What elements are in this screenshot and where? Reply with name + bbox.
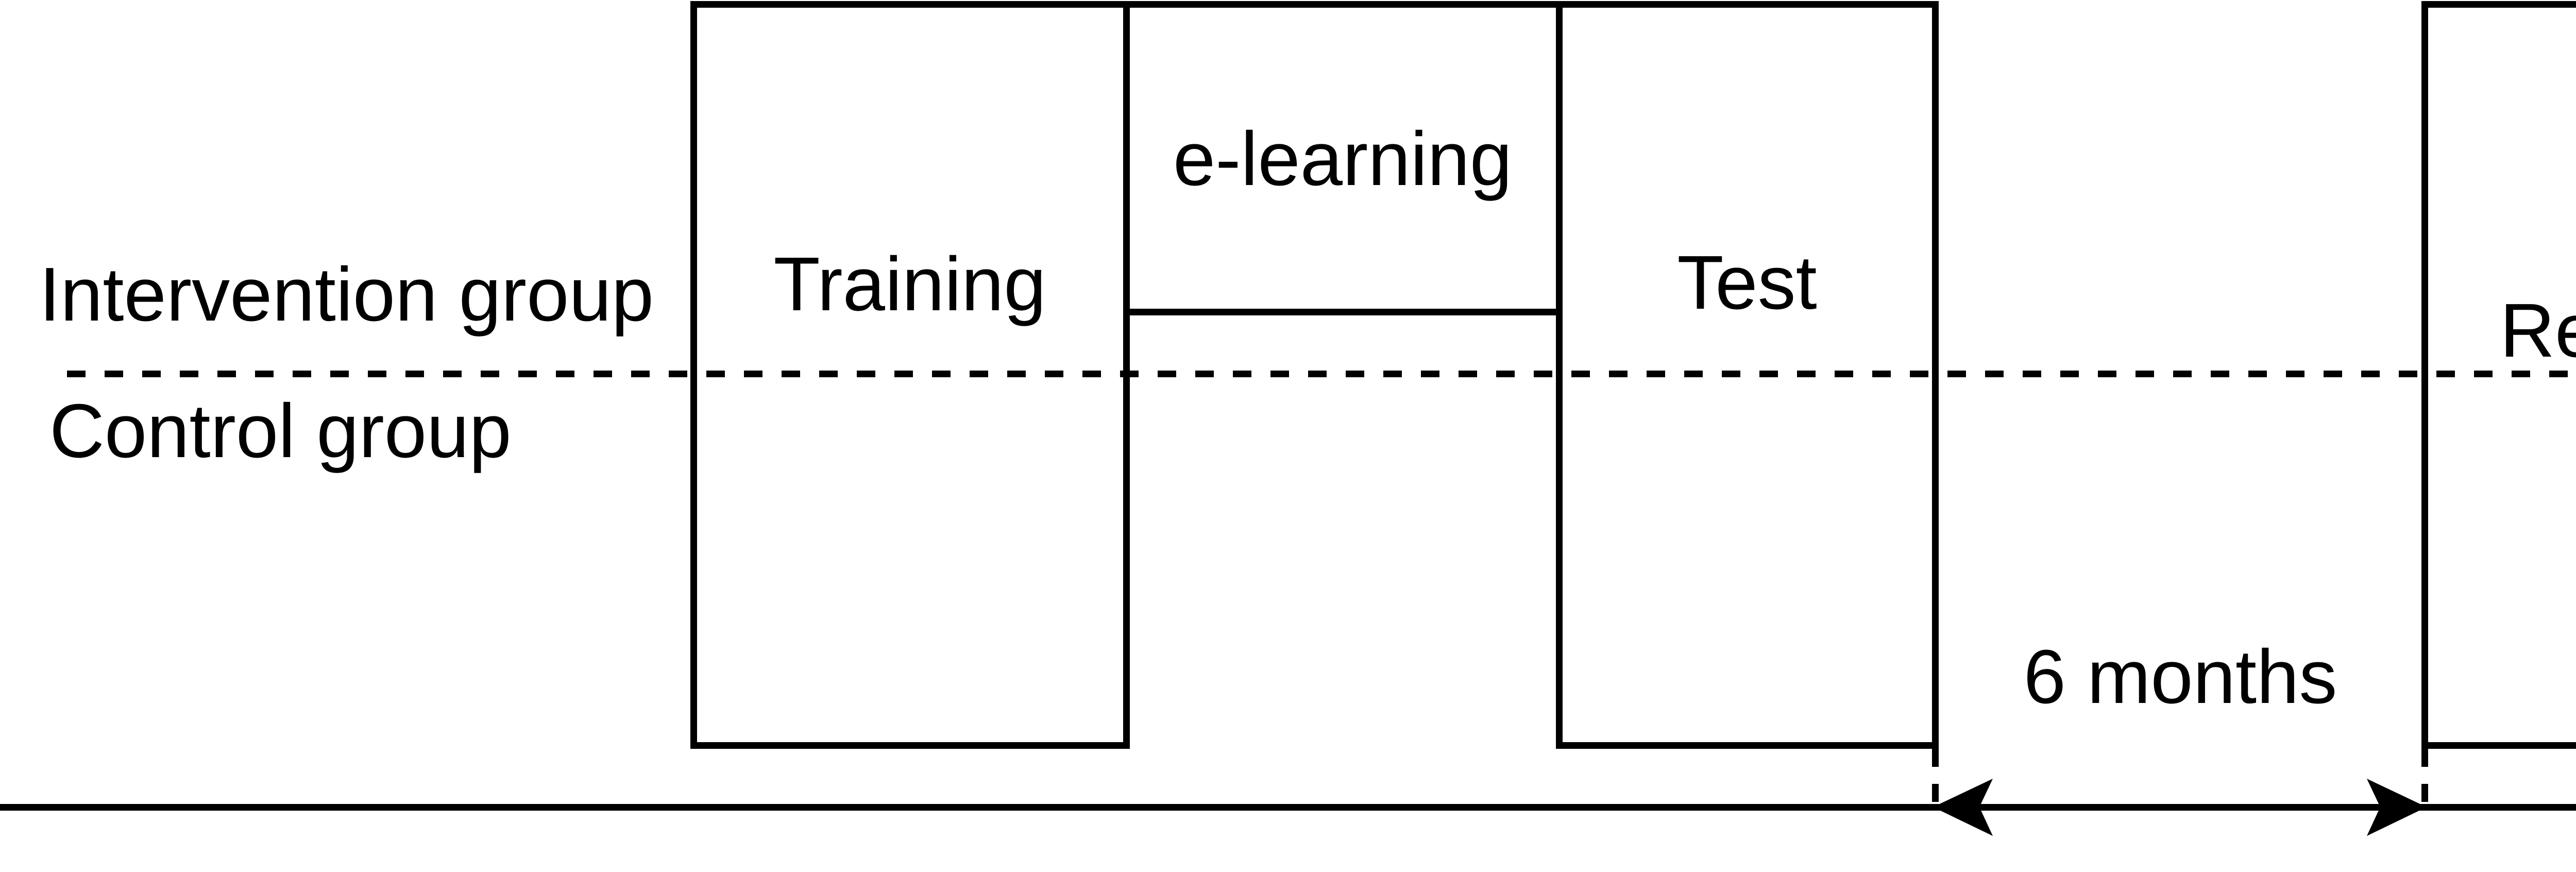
intervention-group-label: Intervention group (39, 252, 654, 337)
interval-start-dashed-line (1932, 749, 1939, 804)
test-box (1556, 1, 1939, 749)
elearning-intervention-label: e-learning (1173, 116, 1513, 202)
group-separator-dashed-line (67, 371, 2576, 377)
time-axis-line (0, 804, 2576, 811)
training-box (690, 1, 1130, 749)
training-label: Training (773, 242, 1046, 327)
six-months-label: 6 months (2023, 634, 2337, 719)
control-group-label: Control group (49, 389, 512, 474)
interval-end-dashed-line (2421, 749, 2428, 804)
retest-box (2421, 1, 2576, 749)
retest-label: Retest (2500, 288, 2576, 373)
test-label: Test (1677, 240, 1817, 325)
